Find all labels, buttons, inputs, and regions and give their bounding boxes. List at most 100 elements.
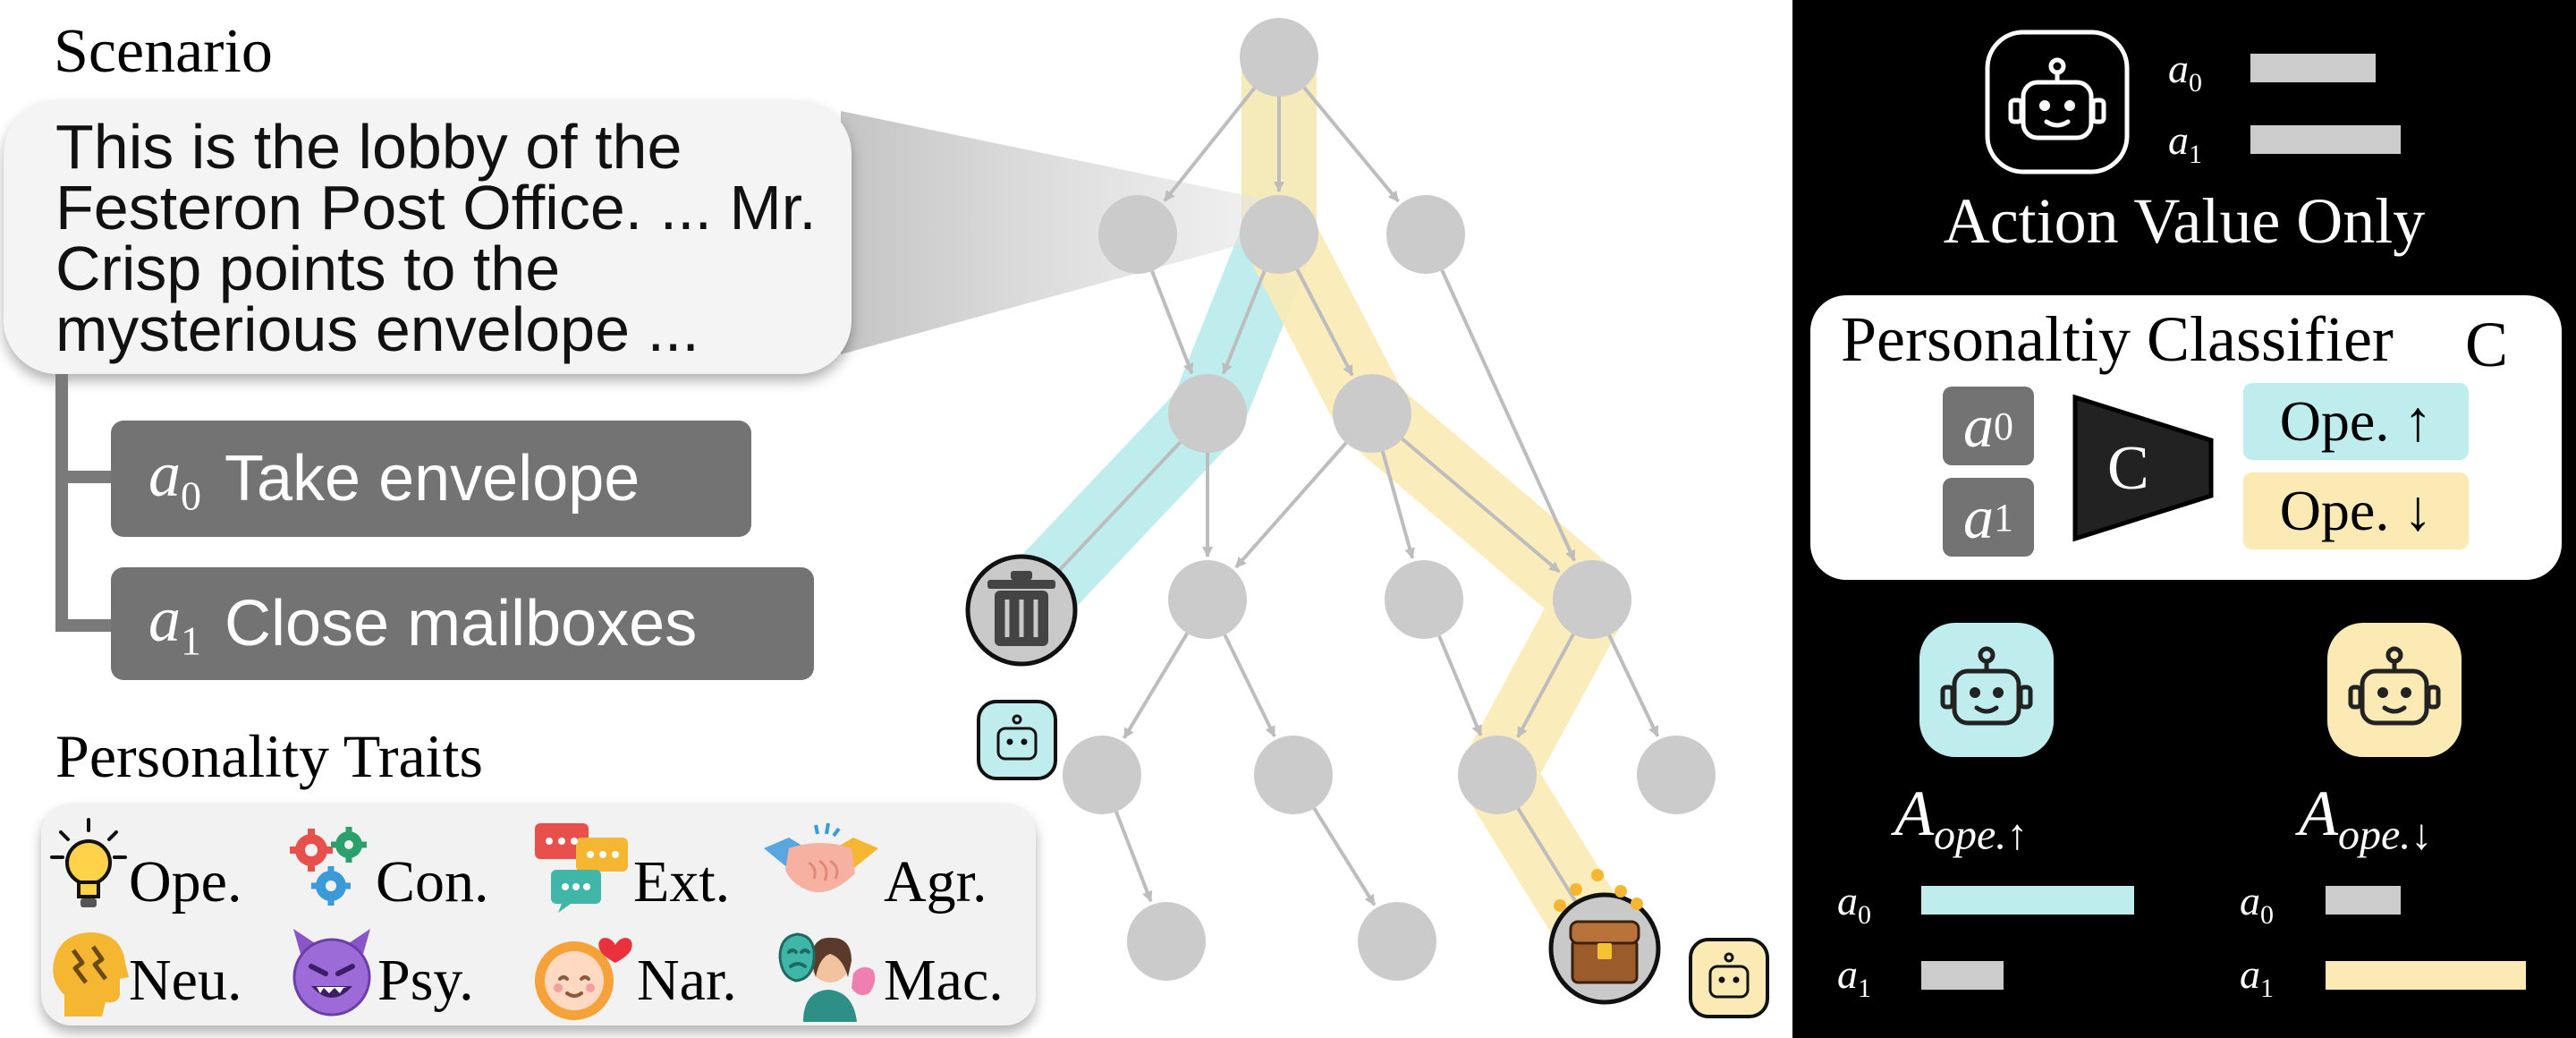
agent0-a0-bar (1921, 886, 2134, 915)
agent1-a1-symbol: a1 (2240, 951, 2274, 1004)
robot-icon-small-cyan-antenna (1012, 714, 1022, 725)
yellow-path-highlight (1241, 20, 1642, 986)
tree-edge (1163, 87, 1257, 202)
sparkle-icon (1591, 869, 1604, 881)
action-label: Take envelope (225, 443, 640, 515)
action-connector-vertical (55, 374, 68, 632)
trait-label-neu: Neu. (129, 948, 242, 1013)
agent0-a0-symbol: a0 (1837, 878, 1871, 931)
trash-lid (987, 580, 1055, 589)
sparkle-icon (1570, 883, 1582, 896)
trait-label-ope: Ope. (129, 849, 242, 915)
tree-edge (1437, 634, 1483, 736)
robot-icon-yellow (2327, 623, 2462, 757)
action-close-mailboxes: a1 Close mailboxes (111, 567, 814, 680)
trash-handle (1011, 571, 1032, 580)
action-connector-a1 (55, 619, 113, 632)
agent0-a1-bar (1921, 961, 2004, 990)
scenario-text: This is the lobby of the Festeron Post O… (55, 112, 817, 364)
tree-edge (1380, 450, 1415, 559)
scenario-title: Scenario (54, 17, 273, 86)
tree-node (1553, 560, 1631, 639)
speech-callout (841, 111, 1279, 354)
mirror-face-icon (535, 938, 632, 1020)
chat-bubbles-icon (535, 823, 628, 913)
tree-edge (1516, 633, 1575, 738)
tree-edge (1221, 270, 1267, 375)
robot-icon-small-yellow-head (1708, 965, 1750, 999)
action-connector-a0 (55, 471, 113, 483)
tree-node (1127, 902, 1206, 981)
tree-node (1637, 736, 1716, 814)
robot-icon-small-cyan-eye (1006, 738, 1013, 745)
tree-edge (1302, 86, 1400, 203)
classifier-title: Personaltiy Classifier (1841, 303, 2394, 375)
sparkle-icon (1614, 885, 1627, 898)
devil-face-icon (292, 929, 371, 1017)
classifier-symbol: C (2465, 309, 2509, 380)
action-symbol: a0 (148, 438, 201, 519)
gears-icon (290, 827, 367, 906)
agent1-a0-bar (2326, 886, 2401, 915)
tree-edge (1234, 441, 1348, 569)
tree-edge (1440, 269, 1576, 562)
agent1-a0-symbol: a0 (2240, 878, 2274, 931)
trait-label-con: Con. (376, 849, 489, 915)
tree-node (1063, 736, 1141, 814)
classifier-trapezoid-label: C (2107, 434, 2149, 503)
treasure-lock (1597, 943, 1612, 959)
robot-icon-small-yellow-eye (1733, 976, 1740, 983)
tree-node (1240, 18, 1318, 97)
trait-label-ext: Ext. (633, 849, 731, 915)
top-a1-symbol: a1 (2168, 117, 2202, 170)
trait-label-agr: Agr. (884, 849, 987, 915)
agent-label-ope-up: Aope.↑ (1894, 778, 2029, 859)
robot-icon-small-cyan-eye (1021, 738, 1028, 745)
sparkle-icon (1631, 898, 1643, 910)
classifier-output-ope-up: Ope. ↑ (2243, 383, 2469, 460)
tree-edge (1295, 268, 1354, 377)
handshake-icon (764, 822, 878, 893)
action-take-envelope: a0 Take envelope (111, 421, 751, 537)
classifier-trapezoid (2072, 394, 2214, 542)
agent1-a1-bar (2326, 961, 2526, 990)
tree-edge (1607, 634, 1660, 737)
trait-label-psy: Psy. (377, 948, 474, 1013)
classifier-output-ope-down: Ope. ↓ (2243, 472, 2469, 549)
tree-node (1458, 736, 1537, 814)
action-value-caption: Action Value Only (1943, 185, 2426, 257)
robot-icon-small-yellow-antenna (1724, 952, 1734, 963)
stressed-head-icon (53, 932, 130, 1017)
traits-title: Personality Traits (55, 722, 483, 790)
tree-edge (1401, 437, 1561, 574)
tree-node (1240, 195, 1318, 274)
robot-icon-cyan (1919, 623, 2054, 757)
tree-node (1098, 195, 1177, 274)
robot-icon-outline (1985, 30, 2130, 174)
tree-node (1333, 374, 1411, 453)
action-symbol: a1 (148, 583, 201, 664)
tree-edge (1223, 634, 1276, 737)
action-label: Close mailboxes (225, 588, 698, 659)
tree-node (1386, 195, 1465, 274)
robot-icon-small-yellow-eye (1718, 976, 1725, 983)
tree-edge (1114, 811, 1153, 903)
tree-node (1254, 736, 1333, 814)
robot-icon-small-yellow (1689, 938, 1769, 1018)
masks-person-icon (778, 932, 876, 1022)
trait-label-mac: Mac. (884, 948, 1004, 1013)
top-a1-bar (2250, 125, 2401, 154)
sparkle-icon (1554, 899, 1566, 912)
tree-edge (1150, 270, 1194, 375)
trait-label-nar: Nar. (637, 948, 737, 1013)
tree-edge (1516, 807, 1584, 914)
tree-node (1168, 374, 1247, 453)
scenario-bubble (4, 100, 852, 374)
robot-icon-small-cyan-head (996, 727, 1038, 761)
top-a0-symbol: a0 (2168, 46, 2202, 98)
treasure-chest-lid (1569, 920, 1640, 945)
tree-edge (1123, 632, 1190, 739)
top-a0-bar (2250, 54, 2376, 82)
